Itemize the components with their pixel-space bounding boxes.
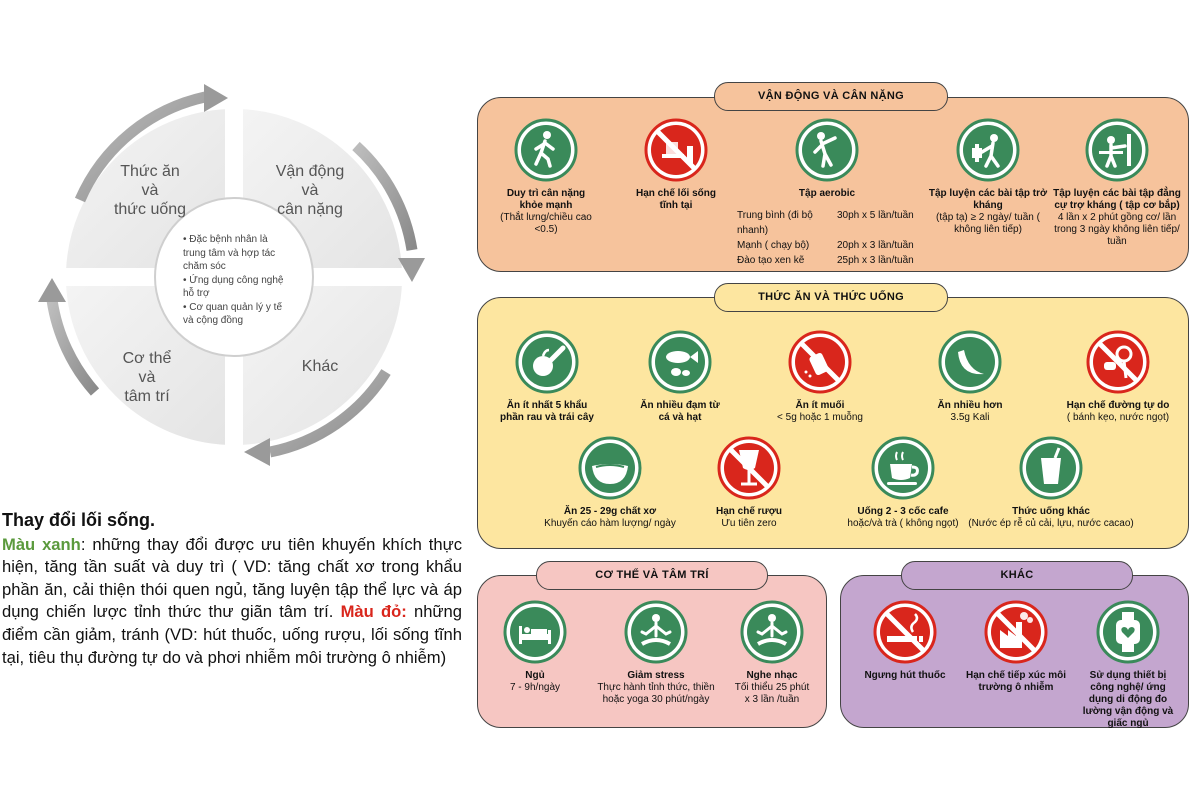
juice-cup-icon (1019, 436, 1083, 500)
item-limit-sugar: Hạn chế đường tự do( bánh kẹo, nước ngọt… (1060, 330, 1176, 424)
item-other-drinks: Thức uống khác(Nước ép rễ củ cải, lựu, n… (968, 436, 1134, 530)
fiber-bowl-icon (578, 436, 642, 500)
item-quit-smoking: Ngưng hút thuốc (860, 600, 950, 682)
item-resistance: Tập luyện các bài tập trở kháng(tập tạ) … (928, 118, 1048, 236)
panel-title-body-mind: CƠ THỂ VÀ TÂM TRÍ (536, 561, 768, 590)
coffee-cup-icon (871, 436, 935, 500)
item-limit-sedentary: Hạn chế lối sống tĩnh tại (628, 118, 724, 212)
walking-person-icon (514, 118, 578, 182)
no-sweets-icon (1086, 330, 1150, 394)
music-meditation-icon (740, 600, 804, 664)
item-vegetables: Ăn ít nhất 5 khẩu phần rau và trái cây (497, 330, 597, 424)
cycle-arrows (46, 91, 418, 458)
item-aerobic: Tập aerobic Trung bình (đi bộ nhanh)30ph… (737, 118, 917, 268)
aerobic-exercise-icon (795, 118, 859, 182)
arrow-heads (38, 84, 425, 466)
item-less-salt: Ăn ít muối< 5g hoặc 1 muỗng (765, 330, 875, 424)
panel-title-food: THỨC ĂN VÀ THỨC UỐNG (714, 283, 948, 312)
dumbbell-icon (956, 118, 1020, 182)
lifestyle-heading: Thay đổi lối sống. (2, 510, 155, 530)
no-alcohol-icon (717, 436, 781, 500)
item-isometric: Tập luyện các bài tập đẳng cự trợ kháng … (1052, 118, 1182, 248)
item-healthy-weight: Duy trì cân nặng khỏe mạnh(Thắt lưng/chi… (500, 118, 592, 236)
item-tracking-device: Sử dụng thiết bị công nghệ/ ứng dụng di … (1078, 600, 1178, 730)
no-sitting-icon (644, 118, 708, 182)
lifestyle-cycle-diagram (38, 84, 425, 466)
lifestyle-description: Thay đổi lối sống. Màu xanh: những thay … (2, 509, 462, 669)
quadrant-label-other: Khác (301, 358, 339, 375)
aerobic-table: Trung bình (đi bộ nhanh)30ph x 5 lần/tuầ… (737, 210, 914, 266)
smartwatch-icon (1096, 600, 1160, 664)
fish-nuts-icon (648, 330, 712, 394)
sleep-bed-icon (503, 600, 567, 664)
panel-title-other: KHÁC (901, 561, 1133, 590)
item-limit-pollution: Hạn chế tiếp xúc môi trường ô nhiễm (965, 600, 1067, 694)
item-fish-nuts: Ăn nhiều đạm từ cá và hạt (640, 330, 720, 424)
vegetables-icon (515, 330, 579, 394)
banana-icon (938, 330, 1002, 394)
center-circle (154, 197, 314, 357)
meditation-icon (624, 600, 688, 664)
wall-push-icon (1085, 118, 1149, 182)
no-salt-icon (788, 330, 852, 394)
no-pollution-icon (984, 600, 1048, 664)
lifestyle-paragraph: Màu xanh: những thay đổi được ưu tiên kh… (2, 534, 462, 667)
no-smoking-icon (873, 600, 937, 664)
panel-title-exercise: VẬN ĐỘNG VÀ CÂN NẶNG (714, 82, 948, 111)
